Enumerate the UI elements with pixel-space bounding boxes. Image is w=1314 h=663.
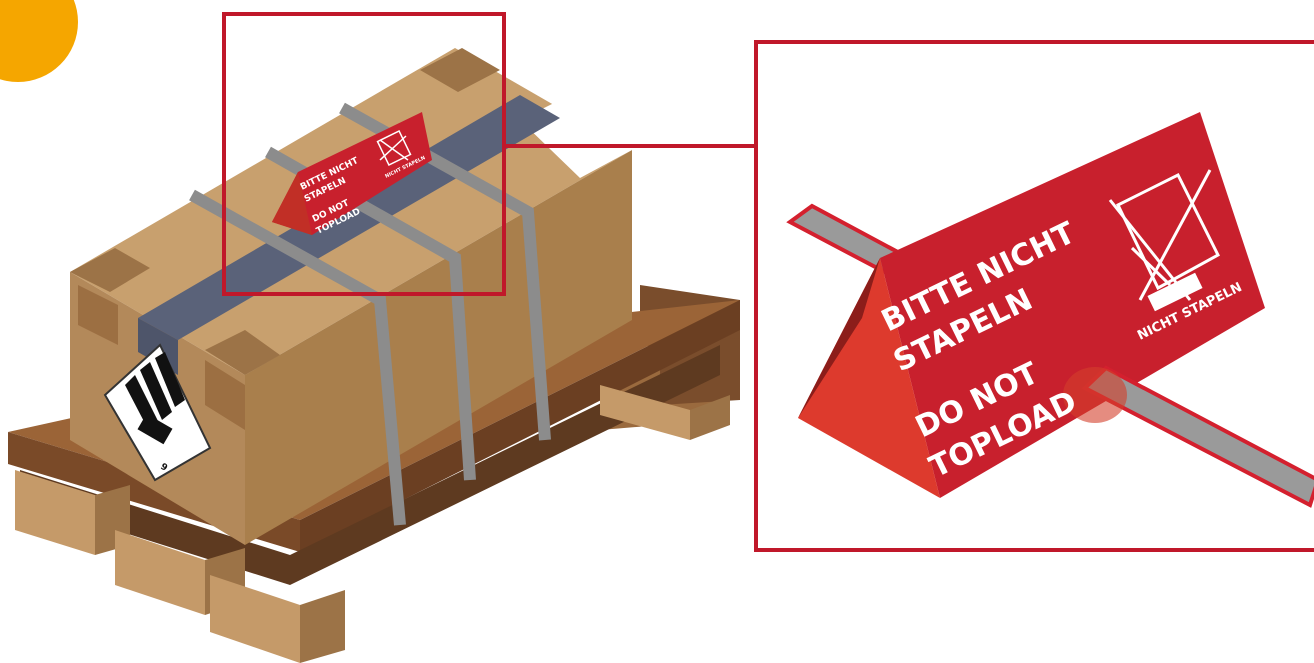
orange-corner-badge-icon	[0, 0, 78, 82]
zoomed-do-not-topload-label: BITTE NICHT STAPELN DO NOT TOPLOAD NICHT…	[790, 112, 1314, 505]
